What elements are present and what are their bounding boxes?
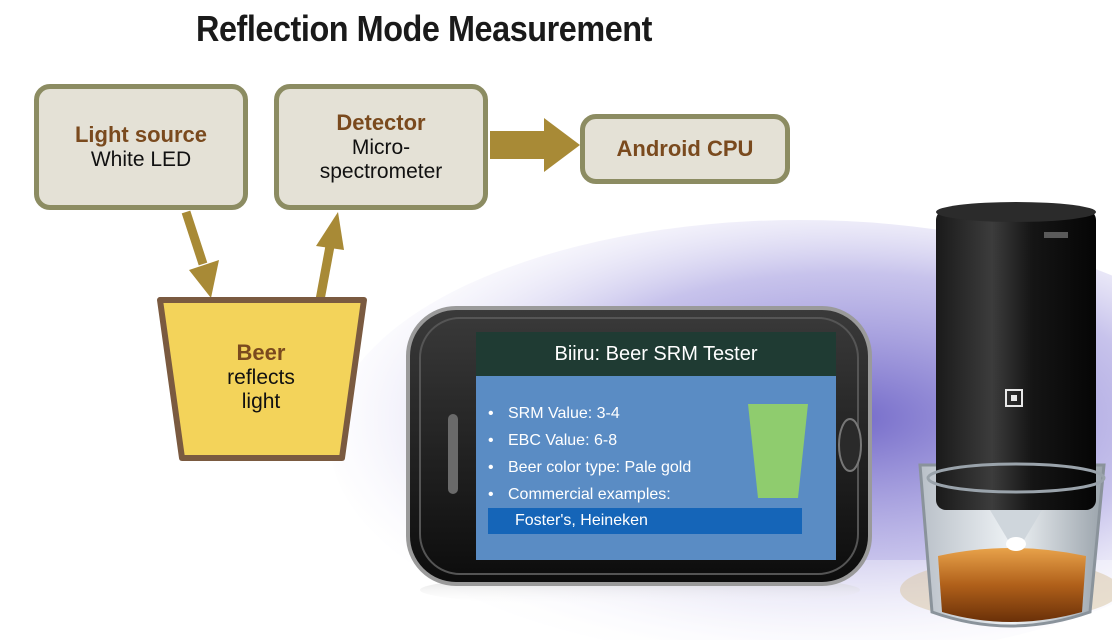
bullet-icon: • bbox=[488, 459, 494, 476]
srm-value: SRM Value: 3-4 bbox=[508, 405, 620, 422]
examples-label: Commercial examples: bbox=[508, 486, 671, 503]
list-item: • SRM Value: 3-4 bbox=[488, 400, 691, 427]
bullet-icon: • bbox=[488, 432, 494, 449]
light-source-heading: Light source bbox=[74, 122, 207, 147]
phone-screen: Biiru: Beer SRM Tester • SRM Value: 3-4 •… bbox=[476, 332, 836, 560]
list-item: • Beer color type: Pale gold bbox=[488, 454, 691, 481]
beer-detail-line1: reflects bbox=[227, 366, 295, 389]
bullet-icon: • bbox=[488, 405, 494, 422]
detector-heading: Detector bbox=[336, 110, 426, 135]
commercial-examples-value: Foster's, Heineken bbox=[488, 508, 802, 534]
ebc-value: EBC Value: 6-8 bbox=[508, 432, 618, 449]
diagram-title: Reflection Mode Measurement bbox=[196, 8, 652, 49]
light-source-box: Light source White LED bbox=[34, 84, 248, 210]
android-cpu-box: Android CPU bbox=[580, 114, 790, 184]
android-cpu-label: Android CPU bbox=[616, 136, 754, 161]
arrow-light-to-beer bbox=[181, 210, 219, 298]
beer-heading: Beer bbox=[236, 340, 286, 365]
list-item: • EBC Value: 6-8 bbox=[488, 427, 691, 454]
beer-label: Beer reflects light bbox=[176, 340, 346, 414]
detector-box: Detector Micro- spectrometer bbox=[274, 84, 488, 210]
color-type: Beer color type: Pale gold bbox=[508, 459, 692, 476]
detector-detail-line1: Micro- bbox=[351, 136, 411, 159]
list-item: • Commercial examples: bbox=[488, 481, 691, 508]
srm-meter-device bbox=[900, 202, 1112, 628]
app-title-bar: Biiru: Beer SRM Tester bbox=[476, 332, 836, 376]
arrow-detector-to-cpu bbox=[490, 118, 580, 172]
beer-cup bbox=[157, 297, 367, 461]
bullet-icon: • bbox=[488, 486, 494, 503]
result-list: • SRM Value: 3-4 • EBC Value: 6-8 • Beer co… bbox=[488, 400, 691, 508]
beer-detail-line2: light bbox=[241, 390, 281, 413]
light-source-detail: White LED bbox=[90, 148, 192, 171]
arrow-beer-to-detector bbox=[315, 212, 344, 301]
app-content: • SRM Value: 3-4 • EBC Value: 6-8 • Beer co… bbox=[476, 376, 836, 560]
detector-detail-line2: spectrometer bbox=[319, 160, 443, 183]
